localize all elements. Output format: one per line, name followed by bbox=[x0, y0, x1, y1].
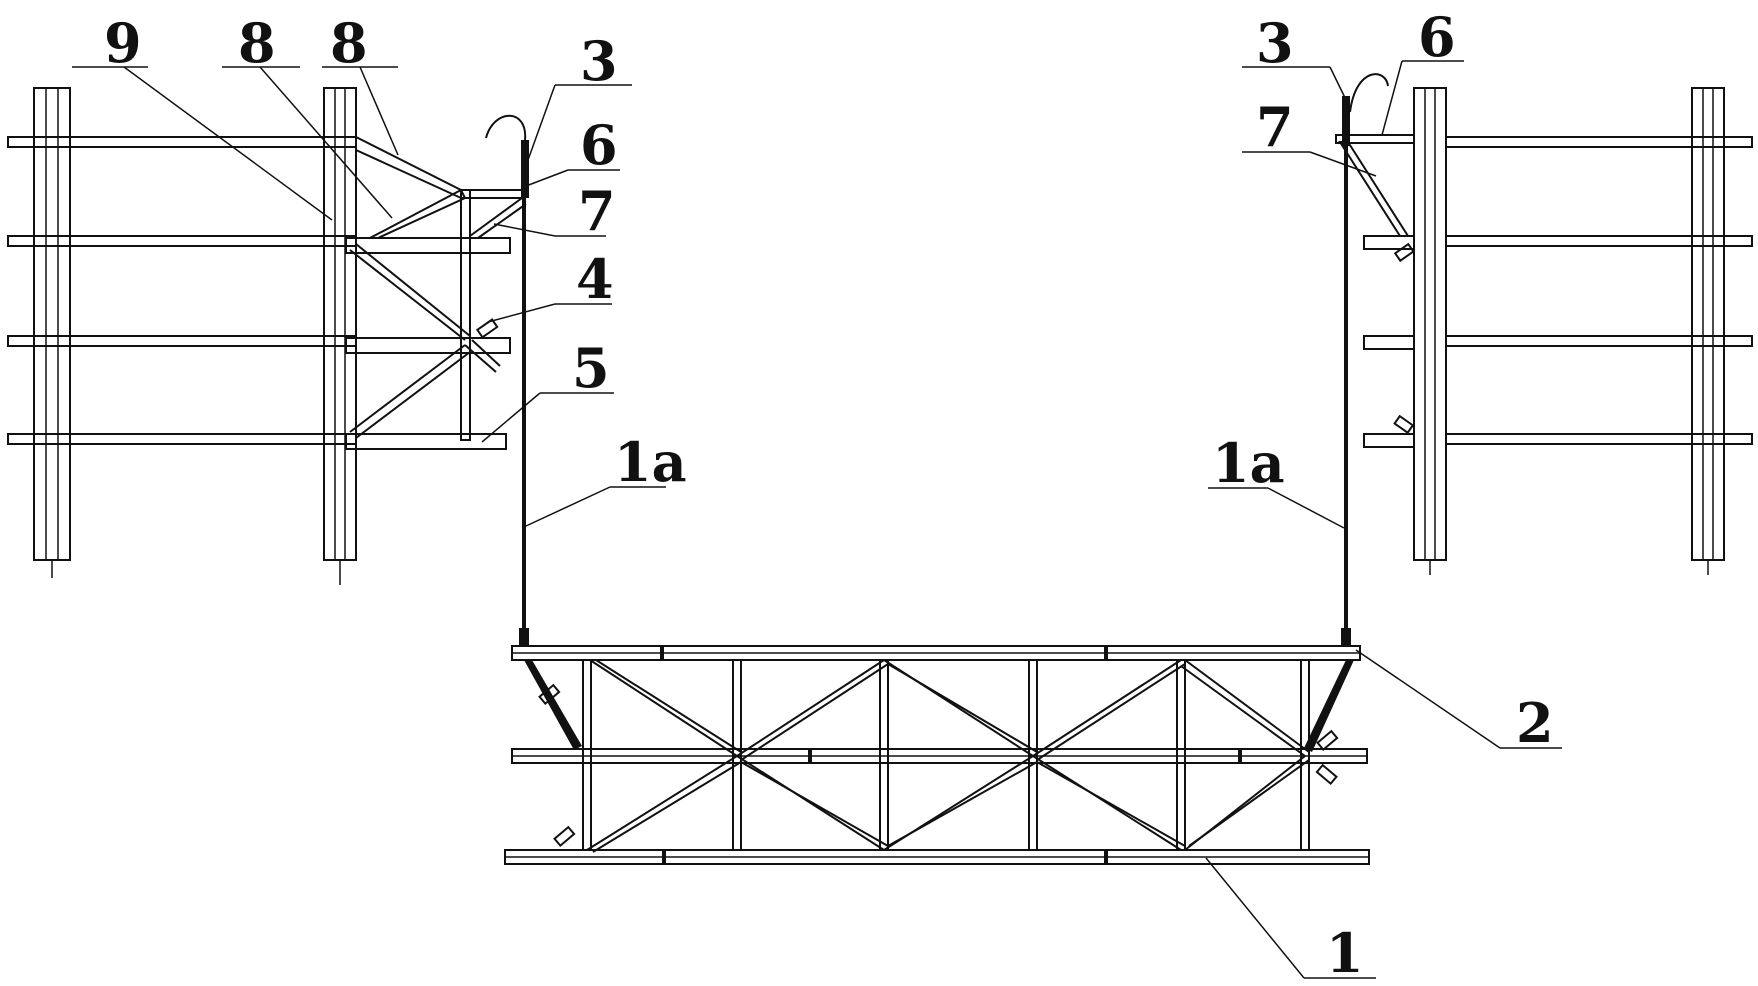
left-hanger-block bbox=[521, 140, 529, 198]
left-ledger-4 bbox=[8, 434, 356, 444]
left-frame-post bbox=[461, 190, 470, 440]
right-stub-2 bbox=[1364, 336, 1414, 349]
right-diagonal-strut bbox=[1340, 142, 1408, 236]
left-outer-column bbox=[34, 88, 70, 560]
platform-post-5 bbox=[1177, 660, 1185, 850]
right-hanger-block bbox=[1342, 96, 1350, 146]
left-ledger-2 bbox=[8, 236, 356, 246]
label-1a-left: 1a bbox=[614, 430, 687, 494]
label-4: 4 bbox=[576, 247, 614, 311]
label-1: 1 bbox=[1326, 921, 1364, 985]
platform-post-3 bbox=[880, 660, 888, 850]
right-stub-1 bbox=[1364, 236, 1414, 249]
right-end-strut bbox=[1304, 660, 1354, 752]
right-ledger-4 bbox=[1446, 434, 1752, 444]
platform-verticals bbox=[583, 660, 1309, 850]
right-ledger-1 bbox=[1446, 137, 1752, 147]
left-scaffold-tower bbox=[8, 88, 356, 585]
label-6-right: 6 bbox=[1418, 5, 1456, 69]
left-arm-1 bbox=[346, 238, 510, 253]
label-7-left: 7 bbox=[578, 179, 616, 243]
right-ledger-3 bbox=[1446, 336, 1752, 346]
callout-labels: 9 8 8 3 6 7 4 5 1a 3 6 7 1a 2 1 bbox=[104, 5, 1554, 985]
label-3-right: 3 bbox=[1256, 11, 1294, 75]
left-hanger-assembly bbox=[486, 116, 529, 646]
right-outer-column bbox=[1692, 88, 1724, 560]
leader-lines bbox=[72, 61, 1562, 978]
hanging-platform bbox=[505, 646, 1369, 864]
right-scaffold-tower bbox=[1336, 88, 1752, 575]
left-ledger-1 bbox=[8, 137, 356, 147]
right-inner-column bbox=[1414, 88, 1446, 560]
label-8-b: 8 bbox=[330, 11, 368, 75]
left-hook-icon bbox=[486, 116, 525, 140]
label-8-a: 8 bbox=[238, 11, 276, 75]
label-5: 5 bbox=[572, 336, 610, 400]
left-ledger-3 bbox=[8, 336, 356, 346]
right-hook-icon bbox=[1350, 74, 1388, 112]
left-end-strut bbox=[524, 660, 582, 750]
left-cantilever-frame bbox=[346, 137, 526, 449]
right-ledger-2 bbox=[1446, 236, 1752, 246]
platform-post-1 bbox=[583, 660, 591, 850]
label-2: 2 bbox=[1516, 691, 1554, 755]
label-7-right: 7 bbox=[1256, 95, 1294, 159]
left-tie-upper bbox=[356, 137, 461, 198]
left-tie-lower bbox=[370, 190, 465, 238]
right-hanger-assembly bbox=[1341, 74, 1388, 646]
right-stub-3 bbox=[1364, 434, 1414, 447]
label-6-left: 6 bbox=[580, 113, 618, 177]
label-1a-right: 1a bbox=[1212, 431, 1285, 495]
label-3-left: 3 bbox=[580, 29, 618, 93]
label-9: 9 bbox=[104, 11, 142, 75]
left-arm-2 bbox=[346, 338, 510, 353]
